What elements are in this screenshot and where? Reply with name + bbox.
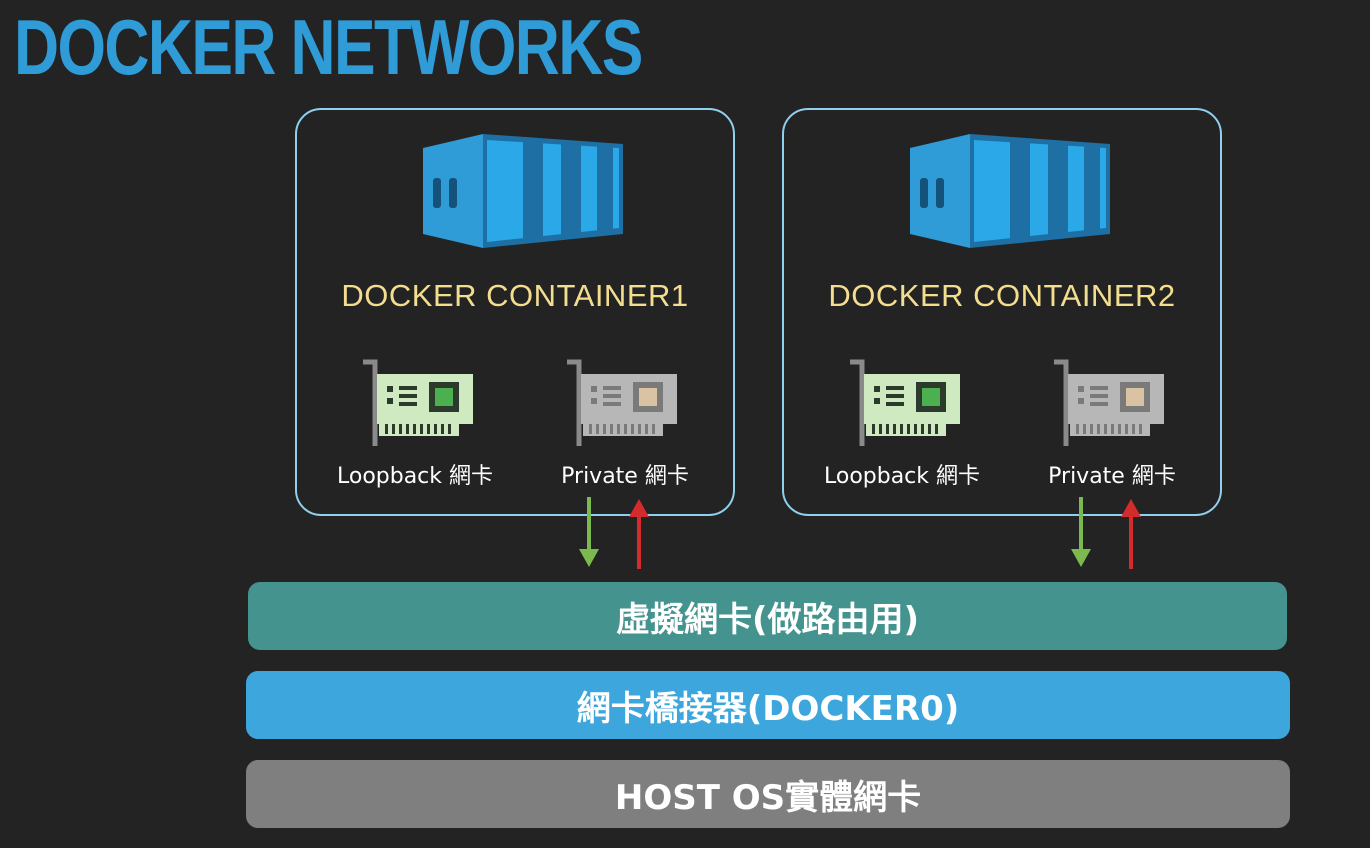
arrow-down-icon: [579, 497, 599, 567]
arrow-up-icon: [629, 499, 649, 569]
loopback-nic-label: Loopback 網卡: [336, 464, 494, 489]
host-nic-layer: HOST OS實體網卡: [246, 760, 1290, 828]
loopback-nic-label: Loopback 網卡: [823, 464, 981, 489]
host-nic-label: HOST OS實體網卡: [614, 777, 922, 818]
network-card-icon: [363, 359, 473, 446]
docker-container-1: DOCKER CONTAINER1: [295, 108, 735, 516]
container-label: DOCKER CONTAINER2: [828, 278, 1176, 313]
docker-container-2: DOCKER CONTAINER2: [782, 108, 1222, 516]
private-nic-label: Private 網卡: [561, 464, 689, 489]
bridge-label: 網卡橋接器(DOCKER0): [576, 688, 960, 729]
container-icon: [910, 134, 1110, 248]
page-title: DOCKER NETWORKS: [14, 3, 643, 91]
network-card-icon: [1054, 359, 1164, 446]
network-card-icon: [567, 359, 677, 446]
arrow-up-icon: [1121, 499, 1141, 569]
container-label: DOCKER CONTAINER1: [341, 278, 689, 313]
virtual-nic-layer: 虛擬網卡(做路由用): [248, 582, 1287, 650]
private-nic-label: Private 網卡: [1048, 464, 1176, 489]
virtual-nic-label: 虛擬網卡(做路由用): [615, 599, 920, 640]
network-card-icon: [850, 359, 960, 446]
bridge-layer: 網卡橋接器(DOCKER0): [246, 671, 1290, 739]
container-icon: [423, 134, 623, 248]
arrow-down-icon: [1071, 497, 1091, 567]
